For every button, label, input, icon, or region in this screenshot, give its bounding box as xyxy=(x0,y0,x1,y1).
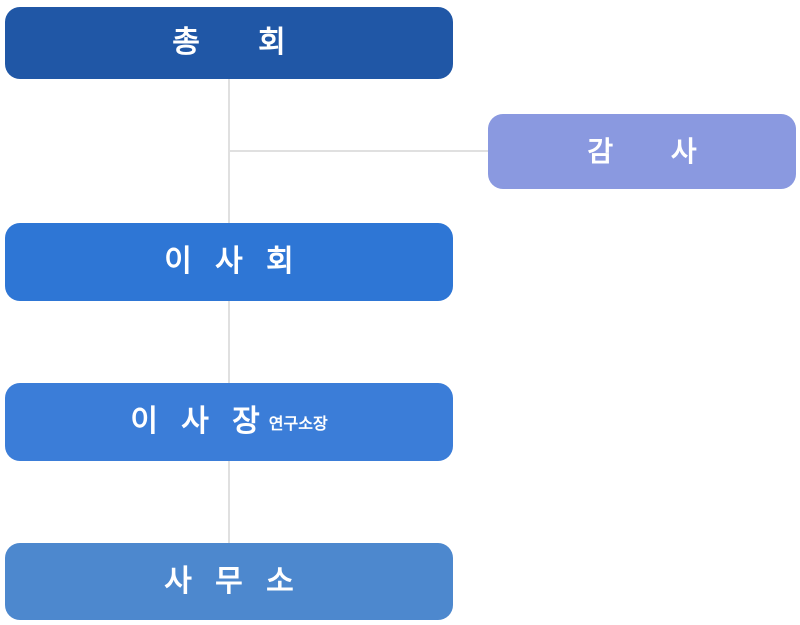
connector-main-vertical-line xyxy=(228,79,230,543)
node-board-of-directors-label: 이 사 회 xyxy=(164,245,294,278)
node-chairman-sublabel: 연구소장 xyxy=(268,416,328,433)
node-office-label: 사 무 소 xyxy=(164,564,294,598)
node-general-assembly-label: 총 회 xyxy=(172,26,286,59)
node-chairman-label: 이 사 장 xyxy=(130,405,260,438)
connector-auditor-branch-line xyxy=(229,150,488,152)
node-general-assembly: 총 회 xyxy=(5,7,453,79)
node-office: 사 무 소 xyxy=(5,543,453,620)
node-auditor: 감 사 xyxy=(488,114,796,189)
node-chairman: 이 사 장 연구소장 xyxy=(5,383,453,461)
node-auditor-label: 감 사 xyxy=(587,135,697,167)
node-board-of-directors: 이 사 회 xyxy=(5,223,453,301)
